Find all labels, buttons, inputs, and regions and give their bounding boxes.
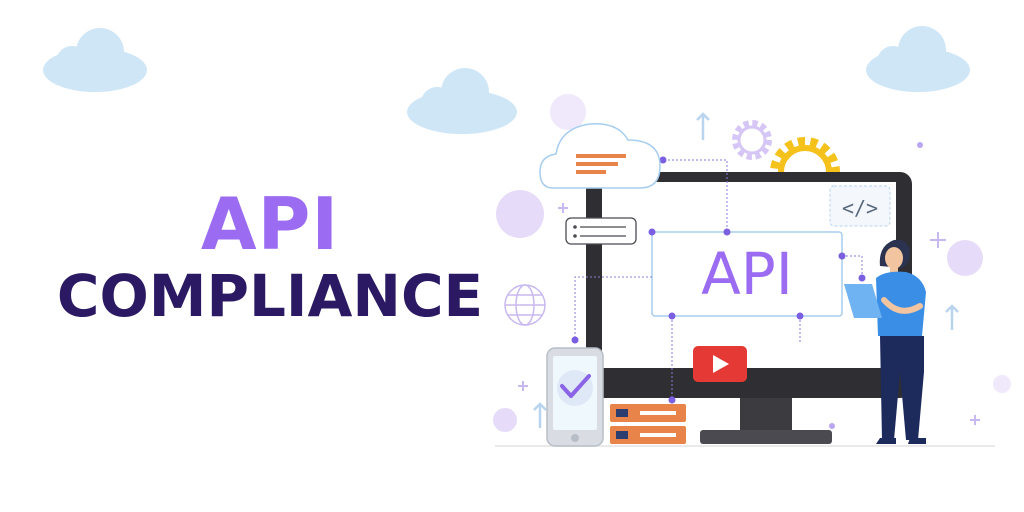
server-icon	[610, 404, 686, 444]
headline-api: API	[200, 182, 340, 266]
list-card	[565, 217, 637, 245]
connector-lines	[574, 159, 863, 400]
cloud-icon	[43, 28, 147, 92]
play-icon	[693, 346, 747, 382]
cloud-icon	[866, 26, 970, 92]
decor-circle	[493, 408, 517, 432]
monitor-api-label: API	[701, 240, 793, 308]
arrow-up-icon	[533, 112, 959, 428]
person-illustration	[844, 239, 926, 444]
api-panel: API	[651, 231, 843, 317]
cloud-icon	[407, 68, 517, 134]
gear-icon	[732, 120, 772, 160]
decor-circle	[550, 94, 586, 130]
decor-circle	[496, 190, 544, 238]
checkmark-icon	[560, 374, 591, 398]
globe-icon	[504, 284, 546, 326]
svg-text:</>: </>	[842, 196, 878, 220]
phone-icon	[546, 347, 604, 447]
laptop-icon	[844, 284, 882, 318]
headline-compliance: COMPLIANCE	[56, 262, 484, 330]
decor-circle	[993, 375, 1011, 393]
cloud-document-icon	[539, 123, 661, 189]
decor-circle	[947, 240, 983, 276]
plus-icon	[518, 203, 980, 425]
code-icon: </>	[829, 185, 891, 227]
